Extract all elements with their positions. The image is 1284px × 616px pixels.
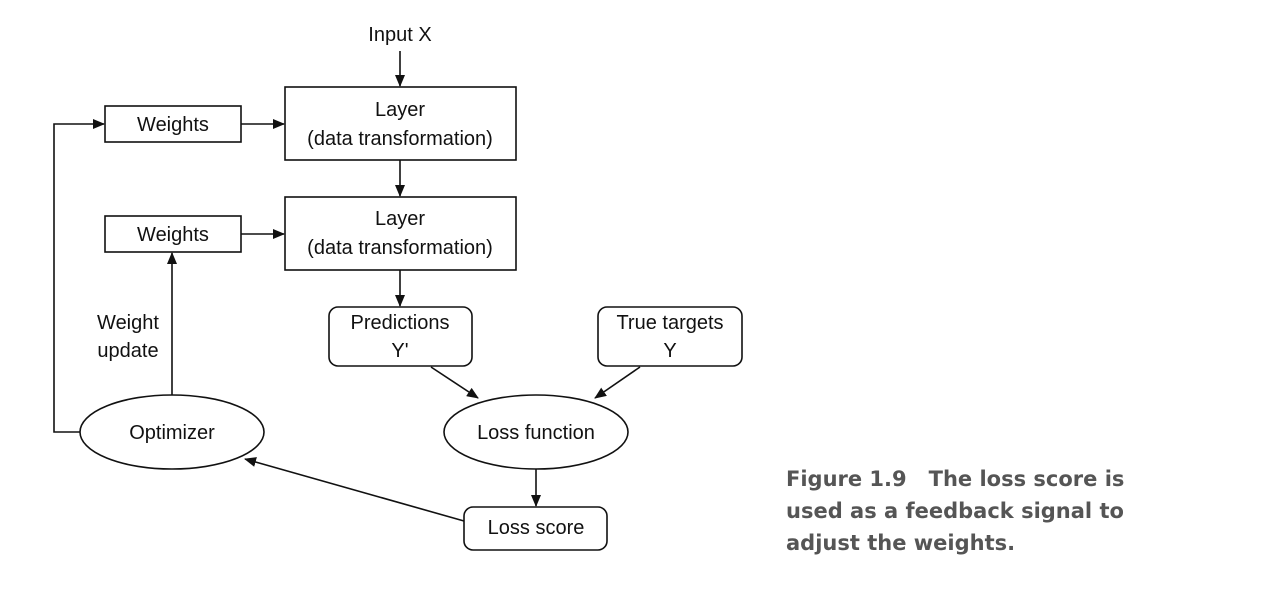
predictions-box: Predictions Y' bbox=[328, 306, 473, 367]
caption-figure-number: Figure 1.9 bbox=[786, 467, 907, 491]
caption-line-2: used as a feedback signal to bbox=[786, 499, 1124, 523]
arrow-loss-score-to-optimizer bbox=[244, 457, 465, 522]
layer-box-1: Layer (data transformation) bbox=[284, 86, 517, 161]
caption-line-3: adjust the weights. bbox=[786, 531, 1016, 555]
layer-box-2: Layer (data transformation) bbox=[284, 196, 517, 271]
weight-update-line-2: update bbox=[97, 340, 158, 362]
true-targets-line-2: Y bbox=[663, 340, 676, 362]
weights-box-1: Weights bbox=[104, 105, 242, 143]
predictions-line-2: Y' bbox=[391, 340, 408, 362]
arrow-predictions-to-loss-function bbox=[430, 366, 479, 399]
loss-function-label: Loss function bbox=[477, 422, 595, 444]
optimizer-ellipse: Optimizer bbox=[79, 394, 265, 470]
weights-2-label: Weights bbox=[137, 224, 209, 246]
layer-2-title: Layer bbox=[375, 208, 425, 230]
figure-caption: Figure 1.9 The loss score is used as a fe… bbox=[786, 463, 1146, 559]
weight-update-line-1: Weight bbox=[97, 312, 159, 334]
arrow-optimizer-to-weights1 bbox=[53, 119, 105, 433]
loss-score-box: Loss score bbox=[463, 506, 608, 551]
caption-line-1: Figure 1.9 The loss score is bbox=[786, 463, 1146, 495]
predictions-line-1: Predictions bbox=[351, 312, 450, 334]
true-targets-box: True targets Y bbox=[597, 306, 743, 367]
loss-function-ellipse: Loss function bbox=[443, 394, 629, 470]
input-x-label: Input X bbox=[368, 24, 431, 46]
layer-1-subtitle: (data transformation) bbox=[307, 128, 493, 150]
loss-score-label: Loss score bbox=[488, 517, 585, 539]
caption-text-1: The loss score is bbox=[928, 467, 1125, 491]
layer-1-title: Layer bbox=[375, 99, 425, 121]
optimizer-label: Optimizer bbox=[129, 422, 215, 444]
true-targets-line-1: True targets bbox=[616, 312, 723, 334]
weights-box-2: Weights bbox=[104, 215, 242, 253]
arrow-true-targets-to-loss-function bbox=[594, 366, 641, 399]
layer-2-subtitle: (data transformation) bbox=[307, 237, 493, 259]
weights-1-label: Weights bbox=[137, 114, 209, 136]
